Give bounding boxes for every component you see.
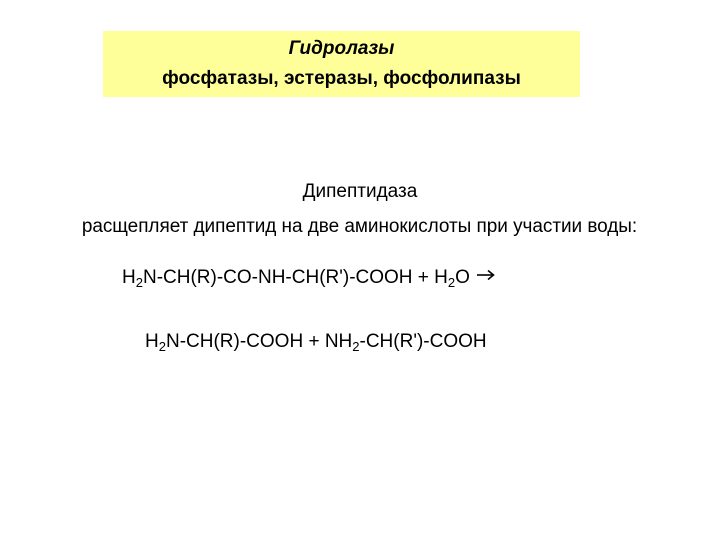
title-subheading: фосфатазы, эстеразы, фосфолипазы xyxy=(162,68,521,89)
reaction-reactants: H2N-CH(R)-CO-NH-CH(R')-COOH + H2O xyxy=(122,266,496,290)
enzyme-name: Дипептидаза xyxy=(302,181,418,202)
reactant-subscript-2: 2 xyxy=(447,275,456,291)
product-text-1: H xyxy=(145,331,159,352)
right-arrow-icon xyxy=(476,264,496,288)
reactant-text-1: H xyxy=(122,267,136,289)
reaction-products: H2N-CH(R)-COOH + NH2-CH(R')-COOH xyxy=(145,330,487,354)
product-subscript-2: 2 xyxy=(352,339,360,354)
reactant-text-2: N-CH(R)-CO-NH-CH(R')-COOH + H xyxy=(142,267,448,289)
product-text-3: -CH(R')-COOH xyxy=(359,331,487,352)
title-box: Гидролазы фосфатазы, эстеразы, фосфолипа… xyxy=(103,31,580,97)
product-subscript-1: 2 xyxy=(158,339,166,354)
reactant-subscript-1: 2 xyxy=(135,275,143,291)
reactant-text-3: O xyxy=(455,267,470,289)
product-text-2: N-CH(R)-COOH + NH xyxy=(165,331,353,352)
title-heading: Гидролазы xyxy=(288,38,395,59)
enzyme-description: расщепляет дипептид на две аминокислоты … xyxy=(81,216,638,237)
